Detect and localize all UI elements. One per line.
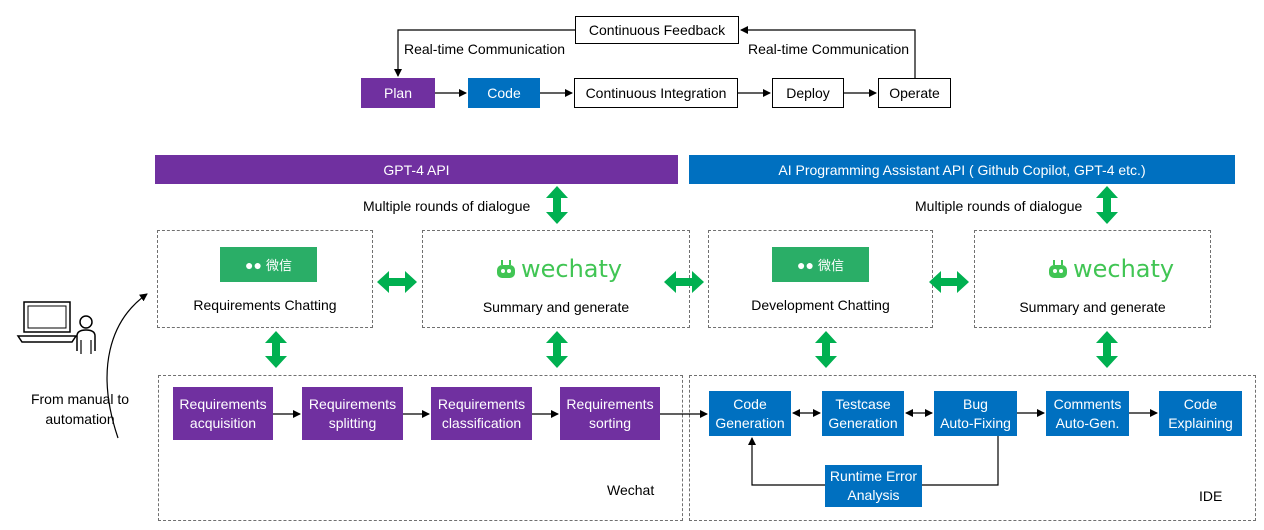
ai-assistant-api-bar: AI Programming Assistant API ( Github Co…: [689, 155, 1235, 184]
gpt4-api-bar: GPT-4 API: [155, 155, 678, 184]
wechat-bubble-icon: ●●: [245, 256, 262, 273]
testcase-generation-box: Testcase Generation: [822, 391, 904, 436]
wechat-logo: ●● 微信: [220, 247, 317, 282]
dialogue-label-left: Multiple rounds of dialogue: [363, 198, 531, 214]
code-box: Code: [468, 78, 540, 108]
wechaty-robot-icon: [497, 260, 515, 278]
comments-auto-gen-box: Comments Auto-Gen.: [1046, 391, 1129, 436]
continuous-integration-box: Continuous Integration: [574, 78, 738, 108]
requirements-classification-box: Requirements classification: [431, 387, 532, 440]
user-computer-icon: [16, 301, 96, 354]
summary-generate-label-left: Summary and generate: [482, 299, 630, 315]
ide-flow-panel: [689, 375, 1256, 521]
continuous-feedback-box: Continuous Feedback: [575, 16, 739, 44]
development-chatting-label: Development Chatting: [751, 297, 890, 313]
runtime-error-analysis-box: Runtime Error Analysis: [825, 465, 922, 507]
wechat-flow-panel: [158, 375, 683, 521]
summary-generate-panel-right: wechaty Summary and generate: [974, 230, 1211, 328]
summary-generate-panel-left: wechaty Summary and generate: [422, 230, 690, 328]
code-explaining-box: Code Explaining: [1159, 391, 1242, 436]
wechat-logo-text: 微信: [817, 258, 844, 273]
wechaty-logo: wechaty: [495, 255, 622, 283]
requirements-acquisition-box: Requirements acquisition: [173, 387, 273, 440]
operate-box: Operate: [878, 78, 951, 108]
requirements-chatting-panel: ●● 微信 Requirements Chatting: [157, 230, 373, 328]
development-chatting-panel: ●● 微信 Development Chatting: [708, 230, 933, 328]
code-generation-box: Code Generation: [709, 391, 791, 436]
wechat-logo-text: 微信: [265, 258, 292, 273]
requirements-splitting-box: Requirements splitting: [302, 387, 403, 440]
requirements-chatting-label: Requirements Chatting: [193, 297, 337, 313]
wechat-logo: ●● 微信: [772, 247, 869, 282]
realtime-communication-label-right: Real-time Communication: [748, 41, 910, 57]
deploy-box: Deploy: [772, 78, 844, 108]
wechaty-logo-text: wechaty: [521, 255, 623, 283]
manual-to-automation-label: From manual to automation: [30, 391, 130, 427]
ide-label: IDE: [1199, 488, 1223, 504]
wechat-label: Wechat: [607, 482, 655, 498]
requirements-sorting-box: Requirements sorting: [560, 387, 660, 440]
summary-generate-label-right: Summary and generate: [1019, 299, 1166, 315]
wechat-bubble-icon: ●●: [797, 256, 814, 273]
wechaty-logo: wechaty: [1047, 255, 1174, 283]
dialogue-label-right: Multiple rounds of dialogue: [915, 198, 1083, 214]
realtime-communication-label-left: Real-time Communication: [404, 41, 566, 57]
wechaty-robot-icon: [1049, 260, 1067, 278]
plan-box: Plan: [361, 78, 435, 108]
wechaty-logo-text: wechaty: [1073, 255, 1175, 283]
bug-auto-fixing-box: Bug Auto-Fixing: [934, 391, 1017, 436]
